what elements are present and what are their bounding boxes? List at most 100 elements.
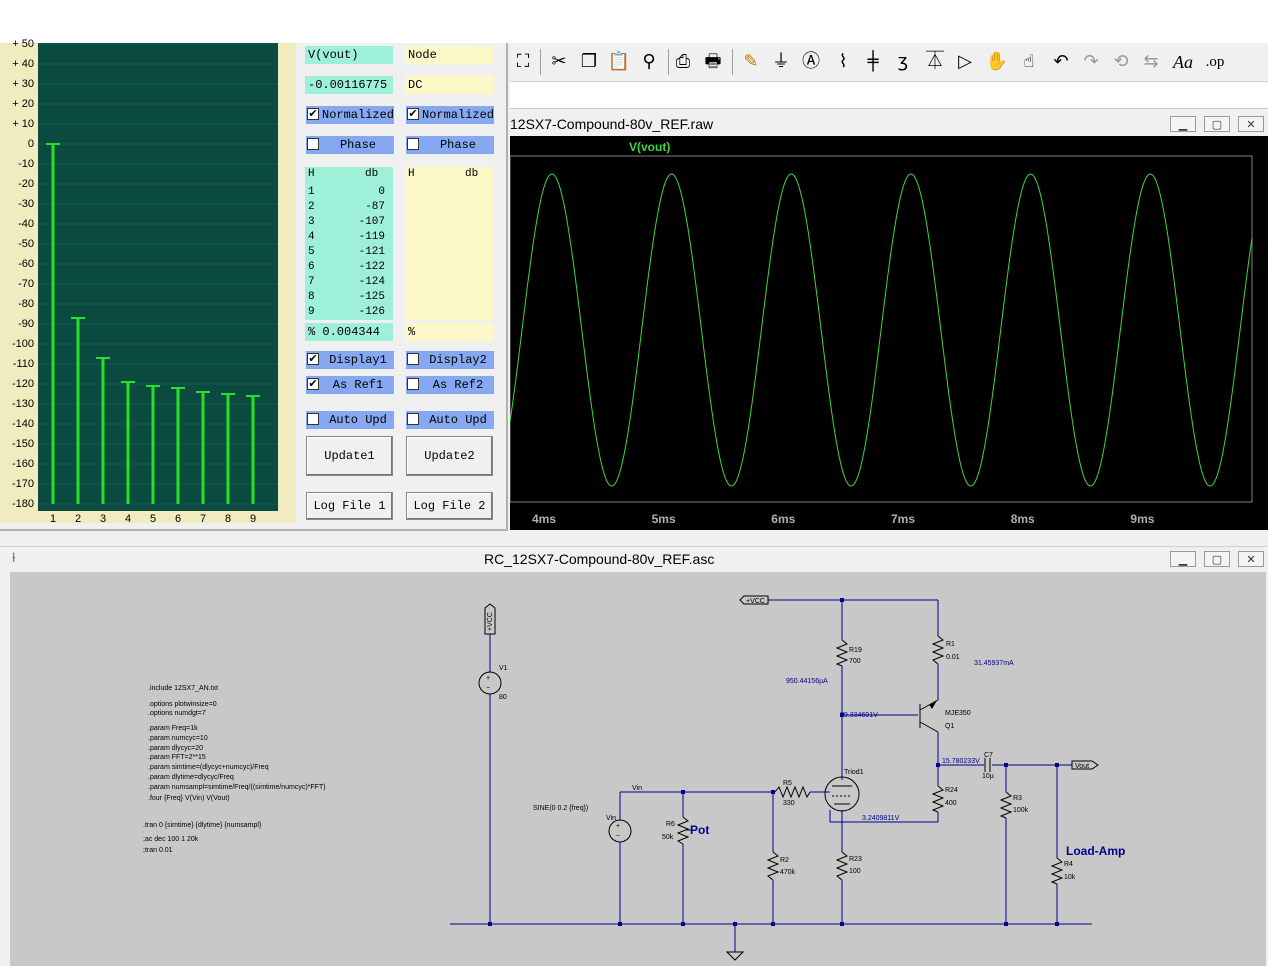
spice-directive-line[interactable]: .param simtime=(dlycyc+numcyc)/Freq: [148, 764, 269, 771]
normalized-checkbox-1[interactable]: ✔Normalized: [306, 106, 394, 124]
print-icon[interactable]: ⎙: [675, 51, 691, 72]
asref-label-2: As Ref2: [432, 378, 484, 392]
capacitor-icon[interactable]: ╪: [867, 51, 879, 72]
display1-checkbox[interactable]: ✔Display1: [306, 351, 394, 369]
fft-y-tick: -110: [12, 358, 34, 370]
harmonic-db: -125: [358, 291, 385, 303]
component-icon[interactable]: ▷: [958, 51, 972, 72]
inductor-icon[interactable]: ʒ: [897, 51, 909, 72]
paste-icon[interactable]: 📋: [607, 51, 631, 72]
update1-button[interactable]: Update1: [306, 436, 393, 476]
asref1-checkbox[interactable]: ✔As Ref1: [306, 376, 394, 394]
r1-label: R1: [946, 641, 955, 648]
autoupd2-checkbox[interactable]: Auto Upd: [406, 411, 494, 429]
mirror-icon[interactable]: ⇆: [1143, 51, 1159, 72]
db-header-2: db: [465, 168, 479, 180]
copy-icon[interactable]: ❐: [580, 51, 598, 72]
spice-directive-line[interactable]: .four {Freq} V(Vin) V(Vout): [148, 795, 230, 802]
find-icon[interactable]: ⚲: [642, 51, 656, 72]
spice-directive-line[interactable]: .options plotwinsize=0: [148, 701, 217, 708]
phase-checkbox-2[interactable]: Phase: [406, 136, 494, 154]
spice-directive-line[interactable]: .param numcyc=10: [148, 735, 208, 742]
label-icon[interactable]: Ⓐ: [802, 51, 820, 72]
undo-icon[interactable]: ↶: [1053, 51, 1069, 72]
phase-label-2: Phase: [439, 138, 476, 152]
svg-text:+: +: [616, 823, 620, 830]
maximize-button[interactable]: ▢: [1204, 116, 1230, 132]
title-bar-area: [0, 0, 1268, 43]
node-field-2[interactable]: Node: [405, 46, 493, 64]
pot-label: Pot: [690, 823, 709, 837]
diode-icon[interactable]: ⏄: [926, 51, 944, 72]
spice-directive-line[interactable]: .param Freq=1k: [148, 725, 198, 732]
print-setup-icon[interactable]: 🖶: [704, 51, 722, 72]
normalized-checkbox-2[interactable]: ✔Normalized: [406, 106, 494, 124]
r3-value: 100k: [1013, 807, 1029, 814]
fft-x-tick: 3: [99, 513, 107, 525]
spice-directive-line[interactable]: .include 12SX7_AN.txt: [148, 685, 219, 692]
minimize-button[interactable]: ▁: [1170, 551, 1196, 567]
harmonic-index: 5: [308, 246, 315, 258]
harmonic-db: 0: [378, 186, 385, 198]
resistor-icon[interactable]: ⌇: [838, 51, 848, 72]
spice-directive-line[interactable]: .param dlytime=dlycyc/Freq: [148, 774, 234, 781]
harmonic-index: 4: [308, 231, 315, 243]
move-icon[interactable]: ✋: [985, 51, 1009, 72]
minimize-button[interactable]: ▁: [1170, 116, 1196, 132]
spice-directive-line[interactable]: ;ac dec 100 1 20k: [143, 836, 199, 843]
rotate-icon[interactable]: ⟲: [1113, 51, 1129, 72]
close-button[interactable]: ✕: [1238, 116, 1264, 132]
fft-y-tick: -80: [18, 298, 34, 310]
fft-x-tick: 4: [124, 513, 132, 525]
fft-y-tick: -130: [11, 398, 34, 410]
spice-directive-line[interactable]: .param FFT=2**15: [148, 754, 206, 761]
drag-icon[interactable]: ☝: [1023, 51, 1035, 72]
fft-y-tick: + 40: [12, 58, 34, 70]
wires: [450, 599, 1092, 952]
cut-icon[interactable]: ✂: [551, 51, 567, 72]
spice-directive-icon[interactable]: .op: [1205, 54, 1225, 70]
vcc-flag-label: +VCC: [487, 612, 494, 631]
zoom-icon[interactable]: ⛶: [516, 51, 530, 72]
waveform-window: [510, 112, 1268, 530]
checkbox-icon: [307, 413, 319, 425]
logfile2-button[interactable]: Log File 2: [406, 492, 493, 520]
current-annotation-1: 950.44156µA: [786, 678, 828, 685]
close-button[interactable]: ✕: [1238, 551, 1264, 567]
harmonic-db: -126: [358, 306, 385, 318]
update2-button[interactable]: Update2: [406, 436, 493, 476]
x-tick-label: 9ms: [1130, 512, 1154, 526]
phase-checkbox-1[interactable]: Phase: [306, 136, 394, 154]
spice-directive-line[interactable]: .param numsampl=simtime/Freq/((simtime/n…: [148, 784, 326, 791]
q1-label: Q1: [945, 723, 954, 730]
asref2-checkbox[interactable]: As Ref2: [406, 376, 494, 394]
spice-directive-line[interactable]: .param dlycyc=20: [148, 745, 204, 752]
text-icon[interactable]: Aa: [1173, 52, 1193, 72]
fft-x-tick: 9: [249, 513, 257, 525]
autoupd1-checkbox[interactable]: Auto Upd: [306, 411, 394, 429]
pencil-icon[interactable]: ✎: [743, 51, 759, 72]
harmonic-db: -107: [358, 216, 385, 228]
spice-directive-line[interactable]: .options numdgt=7: [148, 710, 206, 717]
r6-label: R6: [666, 821, 675, 828]
fft-y-tick: -100: [11, 338, 34, 350]
fft-y-tick: -20: [18, 178, 34, 190]
x-tick-label: 6ms: [771, 512, 795, 526]
ground-icon[interactable]: ⏚: [772, 51, 790, 72]
r23-label: R23: [849, 856, 862, 863]
spice-directive-line[interactable]: .tran 0 {simtime} {dlytime} {numsampl}: [143, 822, 262, 829]
r5-label: R5: [783, 780, 792, 787]
schematic-app-icon: ⟊: [12, 550, 16, 566]
display2-checkbox[interactable]: Display2: [406, 351, 494, 369]
maximize-button[interactable]: ▢: [1204, 551, 1230, 567]
redo-icon[interactable]: ↷: [1083, 51, 1099, 72]
node-field-1[interactable]: V(vout): [305, 46, 393, 64]
trace-label[interactable]: V(vout): [629, 140, 670, 154]
spice-directive-line[interactable]: ;tran 0.01: [143, 847, 173, 854]
logfile1-button[interactable]: Log File 1: [306, 492, 393, 520]
fft-y-tick: -170: [11, 478, 34, 490]
toolbar-separator: [668, 49, 669, 75]
